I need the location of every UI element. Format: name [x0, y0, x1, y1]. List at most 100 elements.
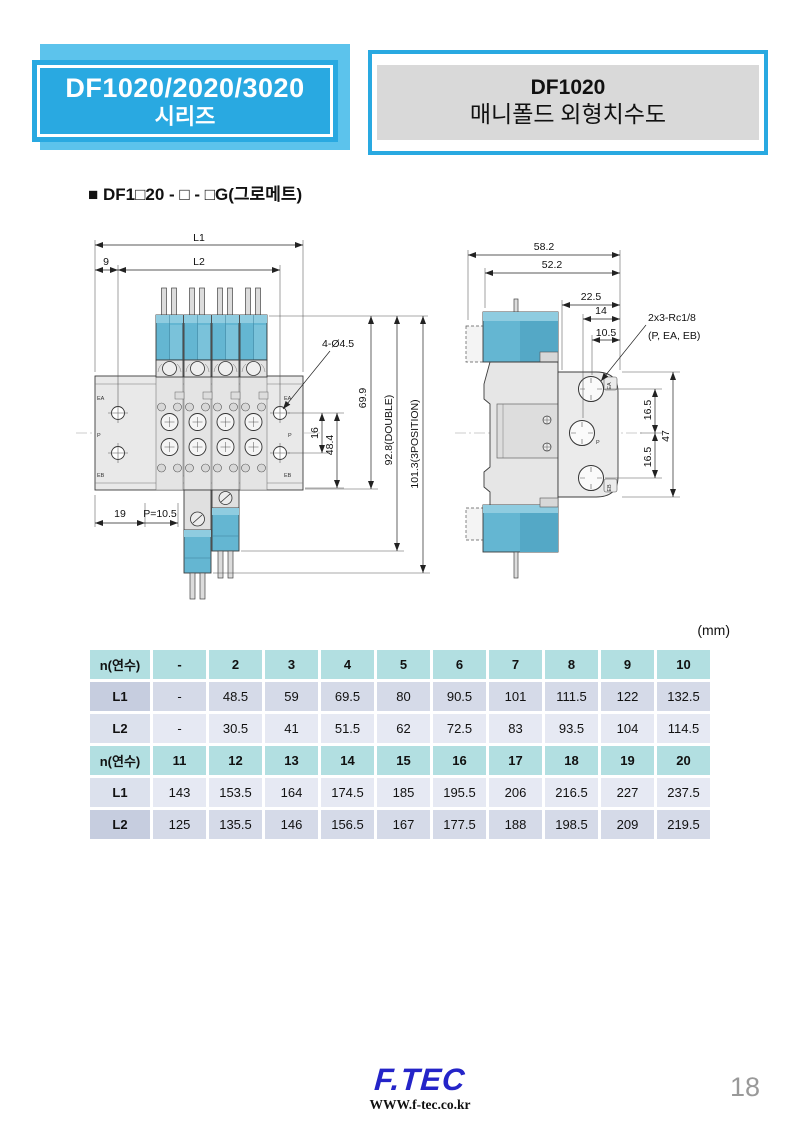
value-cell: 188: [489, 810, 542, 839]
company-logo: F.TEC: [373, 1062, 467, 1097]
value-cell: 51.5: [321, 714, 374, 743]
page-title-model: DF1020: [530, 76, 606, 99]
value-cell: 114.5: [657, 714, 710, 743]
value-cell: 143: [153, 778, 206, 807]
port-label-p: P: [596, 440, 600, 446]
value-cell: 153.5: [209, 778, 262, 807]
page-title-text: 매니폴드 외형치수도: [469, 102, 667, 128]
value-cell: 15: [377, 746, 430, 775]
dim-9: 9: [103, 256, 109, 268]
dim-165a: 16.5: [642, 400, 654, 421]
value-cell: 185: [377, 778, 430, 807]
value-cell: 69.5: [321, 682, 374, 711]
value-cell: -: [153, 650, 206, 679]
side-bottom-valve: [465, 497, 559, 579]
bottom-valve-double: [211, 489, 240, 579]
value-cell: 132.5: [657, 682, 710, 711]
dim-l1: L1: [193, 232, 205, 244]
value-cell: 167: [377, 810, 430, 839]
valve-stations: [155, 375, 269, 491]
dim-48: 48.4: [324, 435, 336, 456]
row-label-cell: L1: [90, 778, 150, 807]
port-label-ea: EA: [284, 396, 292, 402]
mounting-holes: [108, 403, 290, 463]
station-port-crosses: [164, 417, 259, 452]
value-cell: 14: [321, 746, 374, 775]
mounting-hole: [108, 443, 128, 463]
value-cell: 48.5: [209, 682, 262, 711]
dim-47: 47: [660, 430, 672, 442]
value-cell: 62: [377, 714, 430, 743]
value-cell: 156.5: [321, 810, 374, 839]
footer: F.TEC WWW.f-tec.co.kr: [330, 1062, 510, 1113]
value-cell: 8: [545, 650, 598, 679]
page-title-box: DF1020 매니폴드 외형치수도: [368, 50, 768, 155]
series-title-inner: DF1020/2020/3020 시리즈: [37, 65, 333, 137]
dim-l2: L2: [193, 256, 205, 268]
station-small-ports: [157, 402, 266, 473]
value-cell: 122: [601, 682, 654, 711]
value-cell: 9: [601, 650, 654, 679]
front-view-drawing: EA P EB EA P EB: [76, 232, 430, 600]
dim-165b: 16.5: [642, 447, 654, 468]
value-cell: 237.5: [657, 778, 710, 807]
value-cell: 80: [377, 682, 430, 711]
side-body: [483, 361, 559, 508]
value-cell: 83: [489, 714, 542, 743]
station-tags: [174, 391, 269, 400]
value-cell: 216.5: [545, 778, 598, 807]
value-cell: 19: [601, 746, 654, 775]
series-title-line1: DF1020/2020/3020: [65, 72, 305, 103]
value-cell: 30.5: [209, 714, 262, 743]
value-cell: -: [153, 714, 206, 743]
port-p: [569, 420, 595, 446]
value-cell: 11: [153, 746, 206, 775]
row-label-cell: L2: [90, 714, 150, 743]
bottom-valve-3position: [183, 489, 212, 600]
value-cell: 16: [433, 746, 486, 775]
port-label-ea: EA: [607, 382, 613, 390]
dim-hole-callout: 4-Ø4.5: [322, 338, 354, 350]
series-title-line2: 시리즈: [154, 103, 216, 129]
side-dimensions: 58.2 52.2 22.5 14 10.5 2x3-Rc1/8 (P, EA,…: [467, 241, 700, 498]
page-number: 18: [729, 1072, 760, 1102]
mounting-hole: [270, 443, 290, 463]
valve-pins: [161, 287, 261, 316]
series-title-box: DF1020/2020/3020 시리즈: [32, 60, 338, 142]
port-label-p: P: [97, 433, 101, 439]
side-view-drawing: EA P EB 58.2 52.2 22.5 1: [455, 241, 700, 579]
row-label-cell: L2: [90, 810, 150, 839]
port-eb: [578, 465, 604, 491]
dim-92: 92.8(DOUBLE): [383, 395, 395, 466]
value-cell: 174.5: [321, 778, 374, 807]
plate-port-labels: EA P EB EA P EB: [97, 396, 292, 479]
front-dimensions: L1 9 L2 4-Ø4.5 16 48.4: [94, 232, 430, 574]
dim-10: 10.5: [596, 327, 617, 339]
value-cell: 177.5: [433, 810, 486, 839]
value-cell: 227: [601, 778, 654, 807]
value-cell: 2: [209, 650, 262, 679]
thread-note-line1: 2x3-Rc1/8: [648, 312, 696, 324]
value-cell: 13: [265, 746, 318, 775]
value-cell: 10: [657, 650, 710, 679]
dim-22: 22.5: [581, 291, 602, 303]
row-label-cell: L1: [90, 682, 150, 711]
value-cell: 72.5: [433, 714, 486, 743]
dim-pitch: P=10.5: [143, 508, 177, 520]
dim-69: 69.9: [357, 388, 369, 409]
value-cell: 18: [545, 746, 598, 775]
valve-bodies: [155, 314, 268, 361]
value-cell: 135.5: [209, 810, 262, 839]
value-cell: 219.5: [657, 810, 710, 839]
unit-label: (mm): [697, 622, 730, 638]
value-cell: 20: [657, 746, 710, 775]
mounting-hole: [108, 403, 128, 423]
value-cell: 111.5: [545, 682, 598, 711]
value-cell: 17: [489, 746, 542, 775]
dim-14: 14: [595, 305, 607, 317]
